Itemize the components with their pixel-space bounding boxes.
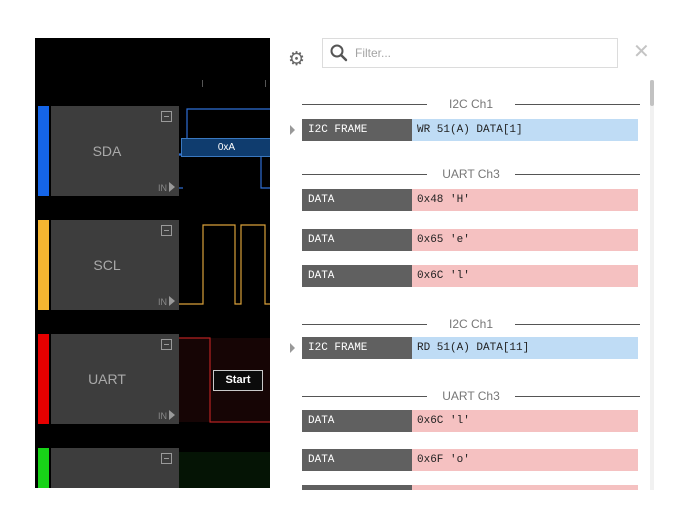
decoded-value-box[interactable]: 0xA [181,138,270,157]
expand-arrow-icon[interactable] [290,125,295,135]
row-value: 0x6C 'l' [412,265,638,287]
row-label: DATA [302,410,412,432]
channel-uart[interactable]: UART IN Start [35,334,270,424]
filter-box[interactable] [322,38,618,68]
row-label: DATA [302,189,412,211]
channel-4-waveform [179,452,270,488]
list-item[interactable]: DATA 0x48 'H' [302,189,638,211]
uart-trace[interactable]: Start [179,334,270,424]
collapse-icon[interactable] [161,453,172,464]
gear-icon[interactable]: ⚙ [288,48,306,70]
list-item[interactable]: I2C FRAME WR 51(A) DATA[1] [290,119,638,141]
input-label: IN [158,411,167,421]
time-ruler-tick [265,80,266,87]
scl-trace[interactable] [179,220,270,310]
section-header: UART Ch3 [302,388,640,404]
section-header: UART Ch3 [302,166,640,182]
row-label: I2C FRAME [302,337,412,359]
row-label: DATA [302,449,412,471]
row-label: DATA [302,229,412,251]
row-value: 0x6F 'o' [412,449,638,471]
input-arrow-icon[interactable] [169,296,175,306]
channel-4[interactable] [35,448,270,488]
scl-waveform [179,224,270,305]
list-item[interactable]: DATA 0x6C 'l' [302,410,638,432]
channel-color-strip [38,448,49,488]
section-title: UART Ch3 [442,389,500,403]
channel-name: UART [88,371,126,387]
list-item[interactable]: DATA 0x6F 'o' [302,449,638,471]
row-value: WR 51(A) DATA[1] [412,119,638,141]
channel-name: SDA [92,143,122,159]
search-icon [330,44,348,62]
expand-arrow-icon[interactable] [290,343,295,353]
time-ruler-tick [202,80,203,87]
waveform-pane[interactable]: SDA IN 0xA SCL IN [35,38,270,488]
decoded-start-box[interactable]: Start [213,370,263,391]
channel-sda[interactable]: SDA IN 0xA [35,106,270,196]
scrollbar[interactable] [650,80,654,490]
sda-trace[interactable]: 0xA [179,106,270,196]
collapse-icon[interactable] [161,339,172,350]
section-header: I2C Ch1 [302,96,640,112]
collapse-icon[interactable] [161,225,172,236]
channel-color-strip [38,106,49,196]
row-label [302,485,412,490]
list-item[interactable]: DATA 0x6C 'l' [302,265,638,287]
input-label: IN [158,297,167,307]
channel-color-strip [38,220,49,310]
channel-name: SCL [93,257,121,273]
section-title: I2C Ch1 [448,97,494,111]
scrollbar-thumb[interactable] [650,80,654,106]
section-title: UART Ch3 [442,167,500,181]
row-value: 0x65 'e' [412,229,638,251]
list-item[interactable] [302,485,638,490]
list-item[interactable]: I2C FRAME RD 51(A) DATA[11] [290,337,638,359]
section-title: I2C Ch1 [448,317,494,331]
input-arrow-icon[interactable] [169,410,175,420]
row-label: I2C FRAME [302,119,412,141]
row-label: DATA [302,265,412,287]
list-item[interactable]: DATA 0x65 'e' [302,229,638,251]
row-value [412,485,638,490]
input-label: IN [158,183,167,193]
channel-4-trace[interactable] [179,448,270,488]
channel-header[interactable]: SCL IN [51,220,179,310]
filter-input[interactable] [355,43,605,63]
channel-header[interactable]: UART IN [51,334,179,424]
channel-header[interactable] [51,448,179,488]
input-arrow-icon[interactable] [169,182,175,192]
row-value: 0x6C 'l' [412,410,638,432]
row-value: RD 51(A) DATA[11] [412,337,638,359]
channel-header[interactable]: SDA IN [51,106,179,196]
channel-scl[interactable]: SCL IN [35,220,270,310]
collapse-icon[interactable] [161,111,172,122]
row-value: 0x48 'H' [412,189,638,211]
section-header: I2C Ch1 [302,316,640,332]
decoder-pane[interactable]: ⚙ ✕ I2C Ch1 I2C FRAME WR 51(A) DATA[1] U… [278,30,662,490]
close-icon[interactable]: ✕ [633,41,650,63]
channel-color-strip [38,334,49,424]
